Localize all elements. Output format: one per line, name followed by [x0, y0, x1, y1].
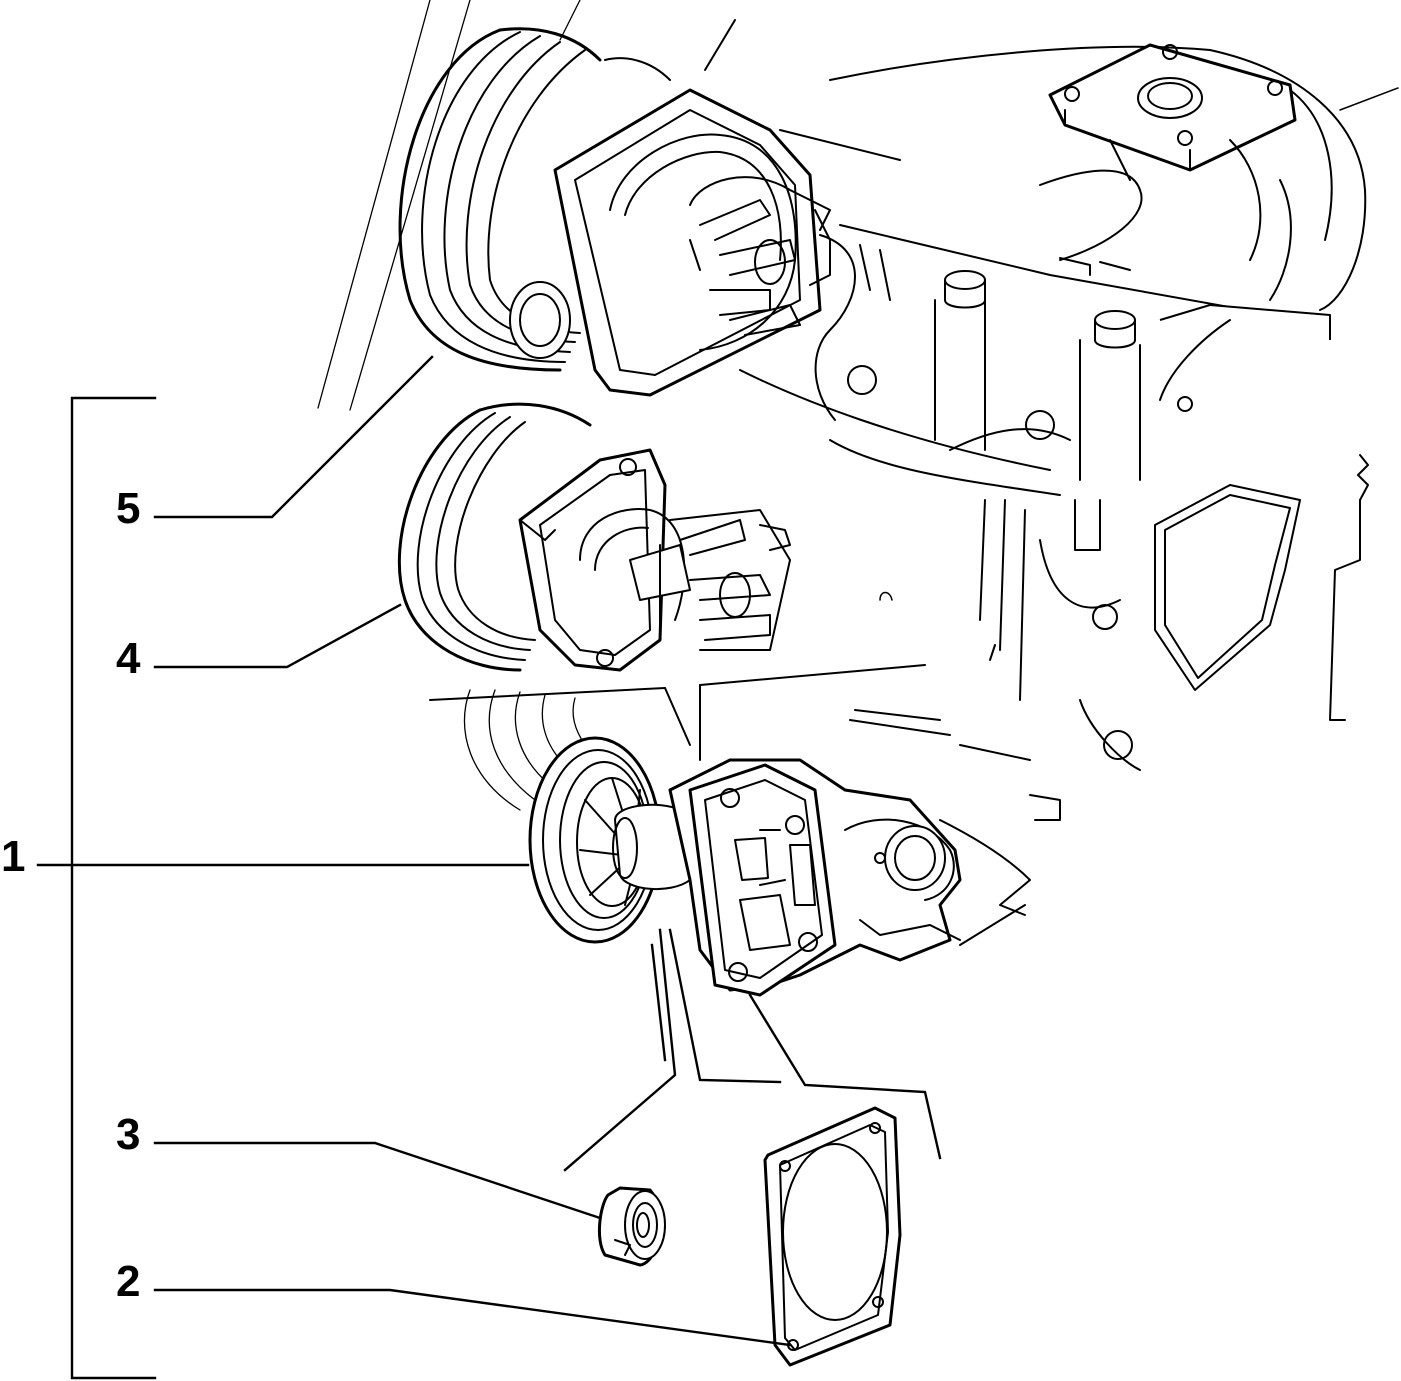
- callout-leader-5: [153, 355, 434, 519]
- callout-leader-4: [153, 603, 402, 669]
- callout-number-2: 2: [116, 1257, 140, 1306]
- water-pump-variant-5: [398, 27, 831, 397]
- gasket-part: [763, 1106, 902, 1367]
- callout-number-1: 1: [1, 832, 25, 881]
- callout-number-3: 3: [116, 1110, 140, 1159]
- explosion-guide-lines: [563, 928, 942, 1172]
- callout-number-5: 5: [116, 484, 140, 533]
- water-pump-variant-4: [397, 402, 791, 672]
- bearing-seal-part: [598, 1186, 666, 1267]
- callout-number-4: 4: [116, 634, 141, 683]
- callout-leader-3: [153, 1141, 602, 1220]
- callout-bracket: [70, 396, 157, 1380]
- callout-leader-2: [153, 1288, 792, 1347]
- water-pump-assembly: [528, 736, 962, 997]
- engine-block-background: [317, 0, 1399, 946]
